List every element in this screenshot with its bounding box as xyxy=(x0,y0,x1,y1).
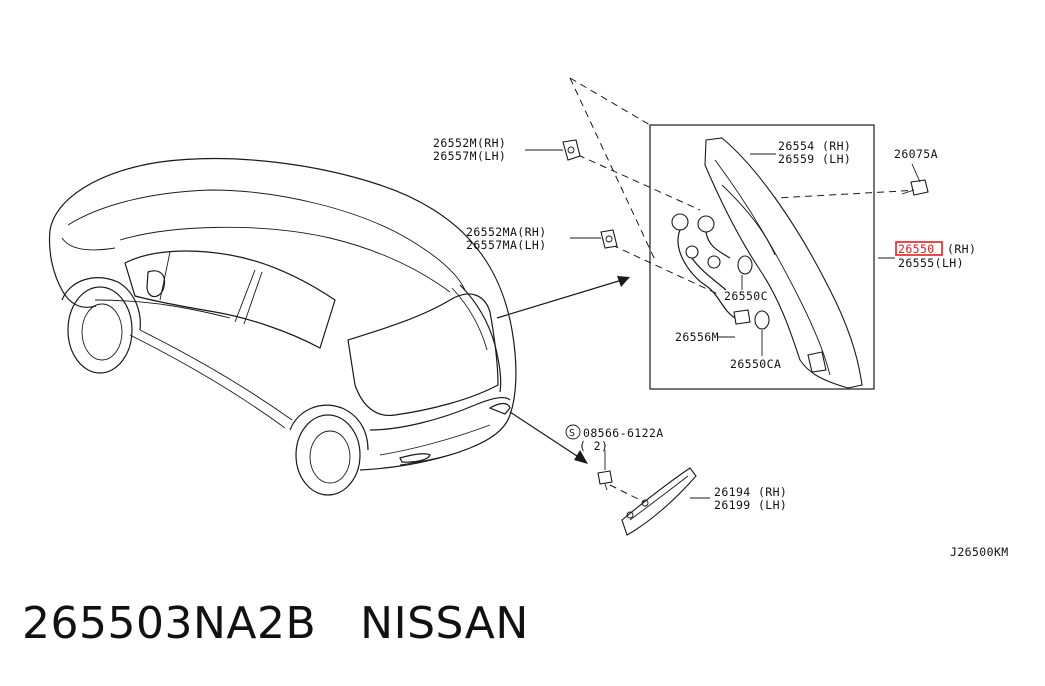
car-illustration xyxy=(48,158,517,496)
label-26550-rh: (RH) xyxy=(947,242,976,256)
label-26556m: 26556M xyxy=(675,330,719,344)
label-26075a: 26075A xyxy=(894,147,938,161)
clip-26552ma xyxy=(600,229,618,249)
bolt-26075a xyxy=(901,179,929,196)
brand-name: NISSAN xyxy=(360,598,529,649)
label-26557m: 26557M(LH) xyxy=(433,149,506,163)
pointer-arrows xyxy=(496,276,630,464)
reflector-26194 xyxy=(621,467,697,536)
label-26555: 26555(LH) xyxy=(898,256,964,270)
label-26199: 26199 (LH) xyxy=(714,498,787,512)
diagram-reference-code: J26500KM xyxy=(950,545,1009,559)
screw-symbol-icon xyxy=(565,424,581,440)
label-26554: 26554 (RH) xyxy=(778,139,851,153)
label-08566-qty: ( 2) xyxy=(579,439,608,453)
label-26550c: 26550C xyxy=(724,289,768,303)
label-26194: 26194 (RH) xyxy=(714,485,787,499)
leader-lines xyxy=(525,149,921,499)
label-08566: 08566-6122A xyxy=(583,426,664,440)
screw-symbol-letter: S xyxy=(569,428,575,439)
label-26552ma: 26552MA(RH) xyxy=(466,225,547,239)
clip-26552m xyxy=(562,139,581,161)
assembly-frame xyxy=(649,124,875,390)
harness-assembly xyxy=(671,213,770,330)
label-26552m: 26552M(RH) xyxy=(433,136,506,150)
part-caption: 265503NA2B NISSAN xyxy=(22,598,573,649)
highlight-box xyxy=(895,241,943,256)
combination-lamp xyxy=(704,137,863,389)
screw-08566 xyxy=(597,470,613,491)
label-26557ma: 26557MA(LH) xyxy=(466,238,547,252)
label-26550-code: 26550 xyxy=(898,242,935,256)
part-number: 265503NA2B xyxy=(22,598,317,649)
label-26559: 26559 (LH) xyxy=(778,152,851,166)
label-26550ca: 26550CA xyxy=(730,357,781,371)
